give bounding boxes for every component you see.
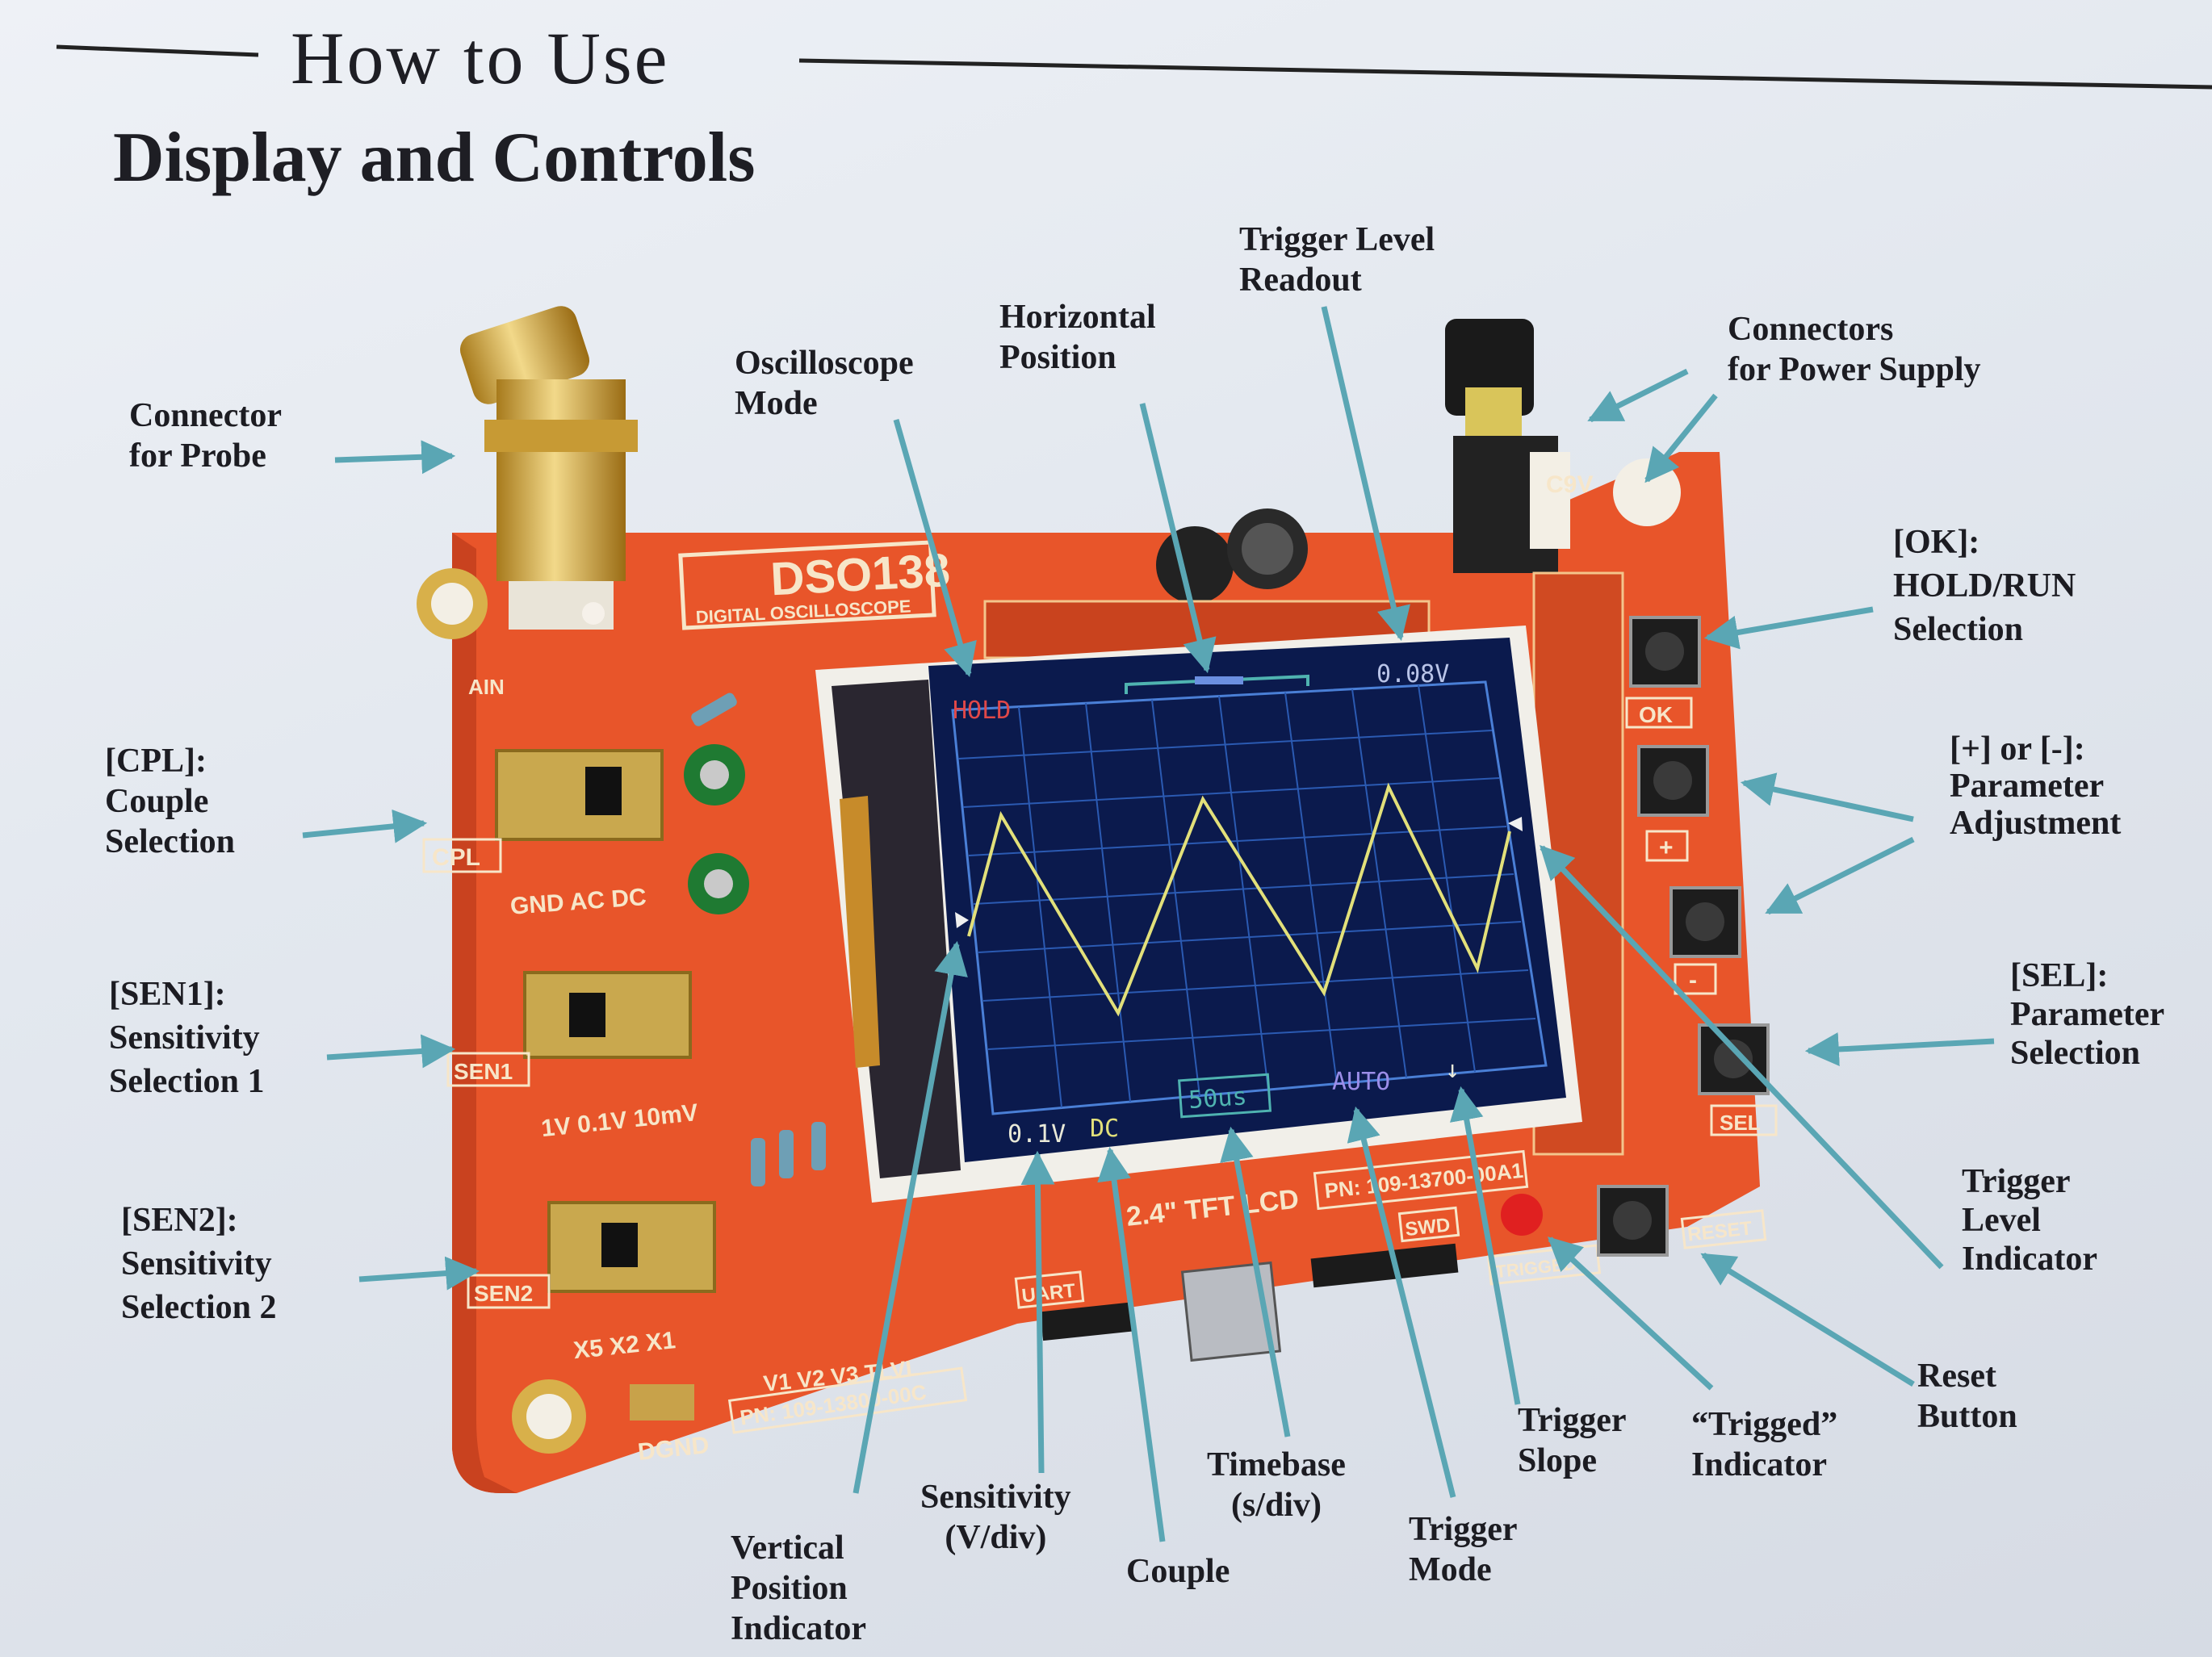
trigged-led-label: TRIGGED: [1494, 1253, 1577, 1282]
bnc-connector: [459, 306, 638, 630]
label-trigger-level-readout: Trigger Level Readout: [1239, 221, 1435, 299]
board-model: DSO138: [769, 544, 952, 606]
arrow-minus: [1765, 836, 1915, 915]
label-trigger-level-indicator: Trigger Level Indicator: [1962, 1163, 2097, 1278]
screen-trigger-slope-readout: ↓: [1445, 1056, 1460, 1084]
lcd-grid: [951, 680, 1548, 1115]
label-ok-button: [OK]: HOLD/RUN Selection: [1893, 524, 2076, 648]
minus-button-silk: -: [1689, 967, 1697, 994]
plus-button[interactable]: [1637, 745, 1709, 817]
swd-label: SWD: [1404, 1214, 1452, 1241]
label-connectors-power: Connectors for Power Supply: [1728, 311, 1981, 388]
minus-button[interactable]: [1669, 886, 1741, 958]
label-vertical-position: Vertical Position Indicator: [731, 1529, 866, 1647]
arrow-couple: [1097, 1146, 1166, 1542]
screen-trigger-mode-readout: AUTO: [1332, 1068, 1390, 1096]
label-trigger-mode: Trigger Mode: [1409, 1511, 1518, 1588]
heading-rule-left: [56, 44, 259, 57]
arrow-sen2: [358, 1256, 480, 1291]
cpl-switch: [495, 749, 664, 841]
page-subheading: Display and Controls: [113, 119, 756, 197]
arrow-trigger-level-readout: [1321, 306, 1410, 642]
ok-button[interactable]: [1629, 616, 1701, 688]
arrow-trigged: [1547, 1236, 1714, 1391]
screen-sensitivity-readout: 0.1V: [1008, 1120, 1066, 1149]
cpl-switch-label: CPL: [432, 844, 480, 871]
arrow-cpl: [302, 809, 428, 843]
sen2-switch-label: SEN2: [474, 1281, 533, 1306]
screen-timebase-readout: 50us: [1188, 1082, 1248, 1115]
arrow-horizontal-position: [1139, 403, 1217, 674]
label-sensitivity: Sensitivity (V/div): [920, 1479, 1071, 1556]
arrow-oscilloscope-mode: [893, 419, 977, 678]
label-cpl: [CPL]: Couple Selection: [105, 743, 235, 860]
sel-button-silk: SEL: [1720, 1111, 1761, 1135]
screen-trigger-level-readout: 0.08V: [1376, 660, 1449, 688]
screen-timebase-box: [1177, 1073, 1272, 1119]
heading-rule-right: [798, 58, 2212, 90]
power-silk-label: C9V: [1546, 471, 1593, 498]
arrow-timebase: [1220, 1126, 1291, 1437]
uart-header: [1040, 1302, 1136, 1341]
page-heading: How to Use: [291, 17, 670, 99]
sen1-switch: [523, 971, 692, 1059]
label-sen1: [SEN1]: Sensitivity Selection 1: [109, 976, 265, 1100]
trigger-level-marker: [1508, 817, 1523, 831]
trigged-led: [1501, 1194, 1543, 1236]
power-jack: [1445, 319, 1570, 573]
label-sel-button: [SEL]: Parameter Selection: [2010, 957, 2165, 1072]
label-oscilloscope-mode: Oscilloscope Mode: [735, 345, 914, 422]
reset-button[interactable]: [1597, 1185, 1669, 1257]
arrow-sensitivity: [1020, 1150, 1055, 1474]
arrow-reset: [1700, 1253, 1915, 1387]
ain-silk-label: AIN: [468, 675, 505, 699]
label-trigged-indicator: “Trigged” Indicator: [1691, 1406, 1838, 1483]
label-horizontal-position: Horizontal Position: [999, 299, 1156, 376]
arrow-sel: [1804, 1032, 1995, 1067]
arrow-vertical-position: [853, 940, 968, 1494]
sel-button[interactable]: [1698, 1023, 1770, 1095]
arrow-trigger-slope: [1450, 1086, 1521, 1405]
vertical-position-marker: [955, 912, 969, 928]
sen2-switch: [547, 1201, 716, 1293]
screen-couple-readout: DC: [1090, 1115, 1119, 1143]
plus-button-silk: +: [1659, 835, 1674, 861]
arrow-plus: [1740, 772, 1914, 822]
label-couple: Couple: [1126, 1553, 1230, 1590]
label-sen2: [SEN2]: Sensitivity Selection 2: [121, 1202, 277, 1326]
label-connector-probe: Connector for Probe: [129, 397, 282, 475]
mount-hole-top-right: [1613, 458, 1681, 526]
arrow-sen1: [326, 1034, 456, 1069]
label-plus-minus: [+] or [-]: Parameter Adjustment: [1950, 730, 2122, 842]
sen1-switch-label: SEN1: [454, 1059, 513, 1084]
arrow-ok: [1703, 606, 1874, 650]
waveform-trace: [967, 782, 1511, 1017]
capacitor-1: [1156, 526, 1234, 604]
arrow-trigger-level-indicator: [1540, 844, 1944, 1270]
arrow-power-2: [1644, 393, 1718, 483]
screen-mode-readout: HOLD: [953, 697, 1011, 725]
ok-button-silk: OK: [1639, 702, 1673, 727]
lcd-display: [928, 638, 1566, 1162]
label-trigger-slope: Trigger Slope: [1518, 1402, 1627, 1479]
swd-header: [1310, 1243, 1459, 1288]
label-reset-button: Reset Button: [1917, 1358, 2017, 1435]
arrow-trigger-mode: [1347, 1106, 1456, 1498]
callout-arrows: [302, 306, 1995, 1542]
label-timebase: Timebase (s/div): [1207, 1446, 1346, 1524]
arrow-connector-probe: [334, 440, 456, 475]
board-logo: [678, 540, 936, 630]
usb-connector: [1180, 1261, 1282, 1362]
arrow-power-1: [1587, 368, 1689, 423]
